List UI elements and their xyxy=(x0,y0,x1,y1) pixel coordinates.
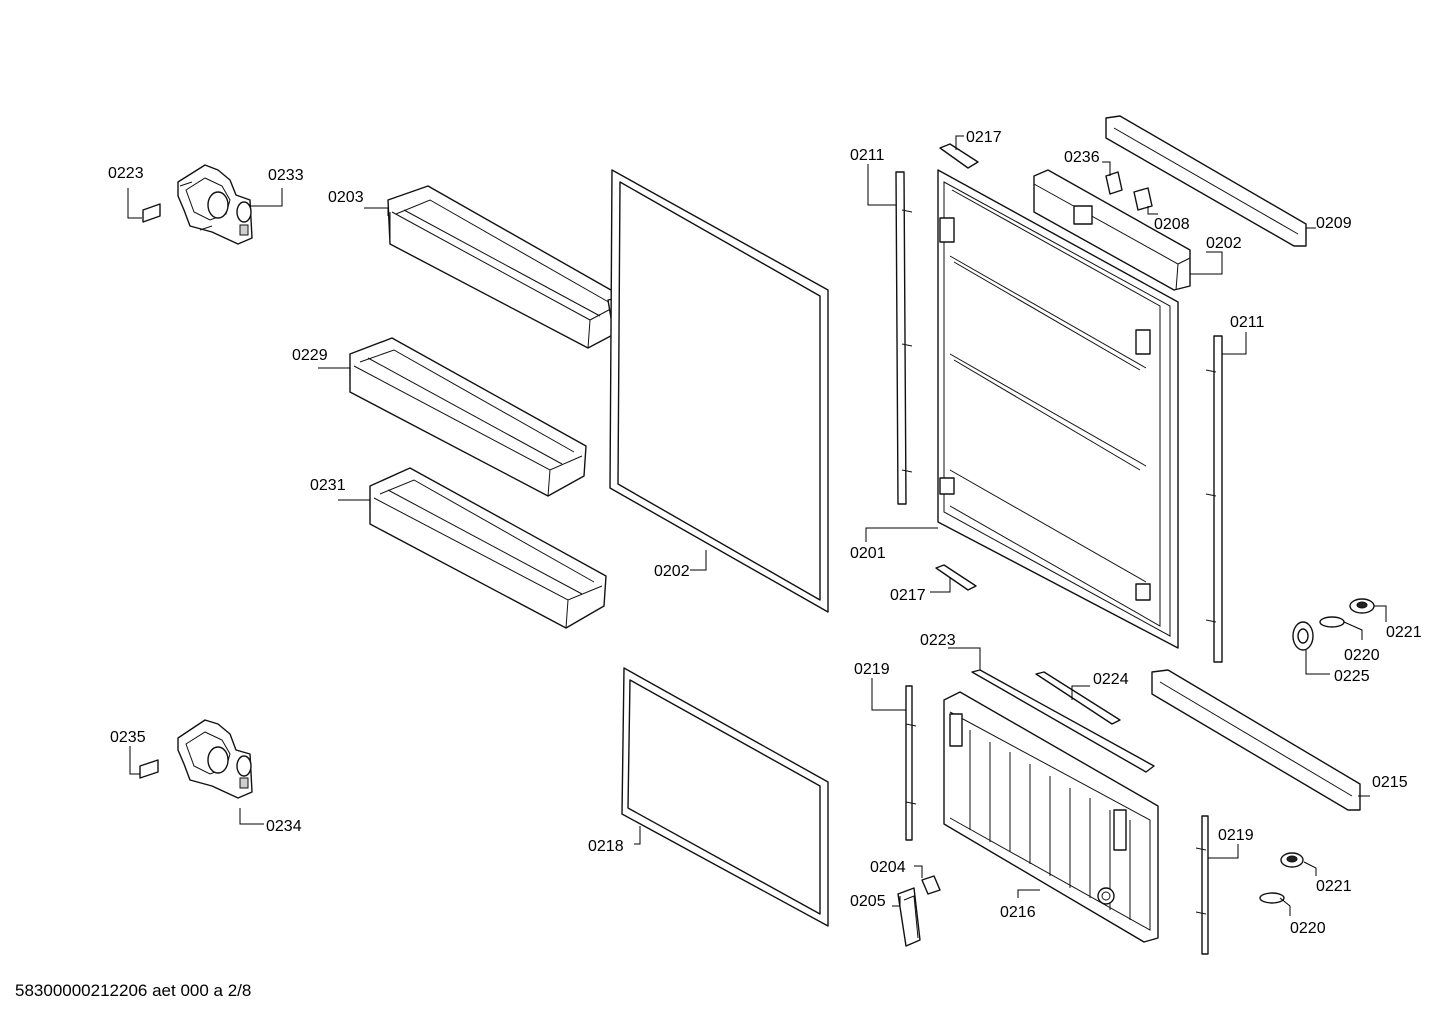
callout-0204: 0204 xyxy=(870,859,906,876)
callout-0219-left: 0219 xyxy=(854,661,890,678)
part-door-shelf-0229 xyxy=(349,337,587,497)
part-trim-strip-right-upper xyxy=(1205,335,1223,663)
callout-0202-cover: 0202 xyxy=(1206,235,1242,252)
callout-0209: 0209 xyxy=(1316,215,1352,232)
callout-0217-lower: 0217 xyxy=(890,587,926,604)
part-rail-0209 xyxy=(1105,115,1307,247)
callout-0205: 0205 xyxy=(850,893,886,910)
callout-0235: 0235 xyxy=(110,729,146,746)
part-bracket-0205 xyxy=(897,887,921,947)
part-door-shelf-0231 xyxy=(369,467,607,629)
callout-0225: 0225 xyxy=(1334,668,1370,685)
callout-0234: 0234 xyxy=(266,818,302,835)
part-trim-strip-left-upper xyxy=(895,171,913,505)
callout-0220-upper: 0220 xyxy=(1344,647,1380,664)
part-door-shelf-0203 xyxy=(387,185,631,349)
part-bearing-0221-lower xyxy=(1280,852,1304,868)
part-trim-strip-right-lower xyxy=(1195,815,1209,955)
callout-0221-lower: 0221 xyxy=(1316,878,1352,895)
part-label-sticker-lower xyxy=(139,759,159,779)
callout-0217-upper: 0217 xyxy=(966,129,1002,146)
callout-0202-seal: 0202 xyxy=(654,563,690,580)
callout-0218: 0218 xyxy=(588,838,624,855)
part-trim-strip-left-lower xyxy=(905,685,917,841)
part-cover-0202 xyxy=(1033,169,1191,291)
callout-labels: 0223 0233 0203 0229 0231 0202 0211 0217 … xyxy=(108,129,1422,937)
callout-0231: 0231 xyxy=(310,477,346,494)
part-washer-0220-upper xyxy=(1319,616,1345,628)
callout-0224: 0224 xyxy=(1093,671,1129,688)
part-door-seal-upper xyxy=(609,169,829,613)
callout-0201: 0201 xyxy=(850,545,886,562)
callout-0219-right: 0219 xyxy=(1218,827,1254,844)
part-washer-0220-lower xyxy=(1259,892,1285,904)
part-strip-0223 xyxy=(971,669,1155,773)
callout-0223-lower: 0223 xyxy=(920,632,956,649)
callout-0236: 0236 xyxy=(1064,149,1100,166)
part-lower-hinge xyxy=(177,719,253,799)
callout-0208: 0208 xyxy=(1154,216,1190,233)
part-clip-0217-upper xyxy=(939,143,979,169)
part-upper-door xyxy=(937,169,1179,649)
part-bearing-0221-upper xyxy=(1349,598,1375,614)
callout-0203: 0203 xyxy=(328,189,364,206)
callout-0211-left: 0211 xyxy=(850,147,885,164)
callout-0211-right: 0211 xyxy=(1230,314,1265,331)
part-door-seal-lower xyxy=(621,667,829,927)
part-block-0236 xyxy=(1105,171,1123,195)
callout-0233: 0233 xyxy=(268,167,304,184)
part-rail-0215 xyxy=(1151,669,1361,811)
callout-0220-lower: 0220 xyxy=(1290,920,1326,937)
part-block-0208 xyxy=(1133,187,1153,211)
document-id: 58300000212206 aet 000 a 2/8 xyxy=(15,981,252,1000)
part-upper-hinge xyxy=(177,164,253,245)
callout-0215: 0215 xyxy=(1372,774,1408,791)
part-label-sticker-upper xyxy=(142,203,161,223)
leader-lines xyxy=(127,135,1387,916)
part-lower-door xyxy=(943,691,1159,943)
callout-0223-upper: 0223 xyxy=(108,165,144,182)
part-cap-0225 xyxy=(1292,621,1314,651)
part-clip-0217-lower xyxy=(935,564,977,591)
callout-0229: 0229 xyxy=(292,347,328,364)
callout-0221-upper: 0221 xyxy=(1386,624,1422,641)
part-clip-0204 xyxy=(921,875,941,895)
part-strip-0224 xyxy=(1035,671,1121,725)
callout-0216: 0216 xyxy=(1000,904,1036,921)
